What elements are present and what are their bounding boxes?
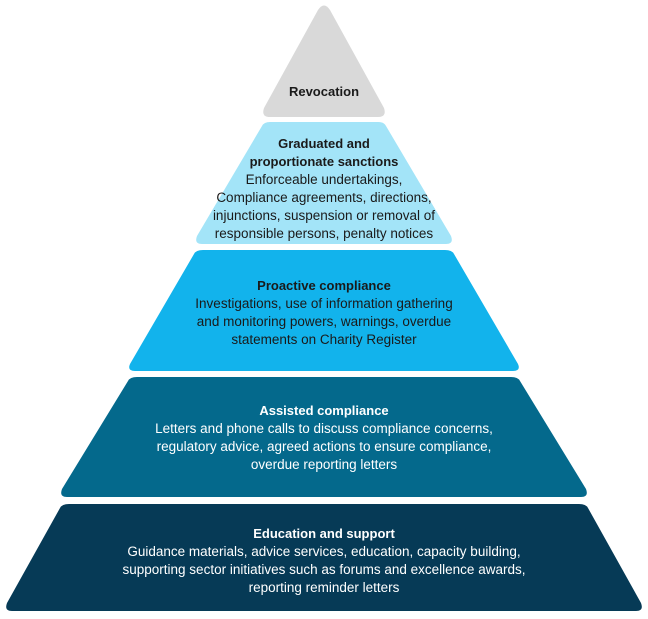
tier-proactive-desc-line1: Investigations, use of information gathe… [195,296,453,311]
tier-education-desc-line2: supporting sector initiatives such as fo… [122,562,526,577]
tier-education-desc-line1: Guidance materials, advice services, edu… [127,544,521,559]
tier-graduated-desc-line2: Compliance agreements, directions, [216,190,432,205]
tier-proactive-title: Proactive compliance [257,278,391,293]
tier-graduated-desc-line4: responsible persons, penalty notices [214,226,434,241]
tier-revocation-text: Revocation [264,83,384,101]
tier-proactive-shape [129,250,519,371]
tier-graduated-shape [196,122,452,244]
tier-graduated-title-line1: Graduated and [278,136,370,151]
tier-assisted-text: Assisted compliance Letters and phone ca… [124,402,524,474]
tier-education-text: Education and support Guidance materials… [94,525,554,597]
tier-assisted-desc-line2: regulatory advice, agreed actions to ens… [156,439,492,454]
tier-assisted-title: Assisted compliance [259,403,389,418]
tier-proactive-desc-line2: and monitoring powers, warnings, overdue [196,314,452,329]
tier-assisted-desc-line1: Letters and phone calls to discuss compl… [155,421,493,436]
tier-graduated-desc-line1: Enforceable undertakings, [245,172,403,187]
tier-assisted-shape [61,377,587,497]
tier-graduated-desc-line3: injunctions, suspension or removal of [212,208,436,223]
tier-graduated-title-line2: proportionate sanctions [249,154,399,169]
tier-graduated-text: Graduated and proportionate sanctions En… [194,135,454,243]
tier-assisted-desc-line3: overdue reporting letters [250,457,398,472]
tier-education-desc-line3: reporting reminder letters [248,580,400,595]
tier-revocation-title: Revocation [288,84,360,99]
tier-proactive-desc-line3: statements on Charity Register [231,332,417,347]
tier-revocation-shape [263,5,385,117]
tier-education-title: Education and support [253,526,395,541]
tier-proactive-text: Proactive compliance Investigations, use… [164,277,484,349]
tier-education-shape [6,504,642,611]
